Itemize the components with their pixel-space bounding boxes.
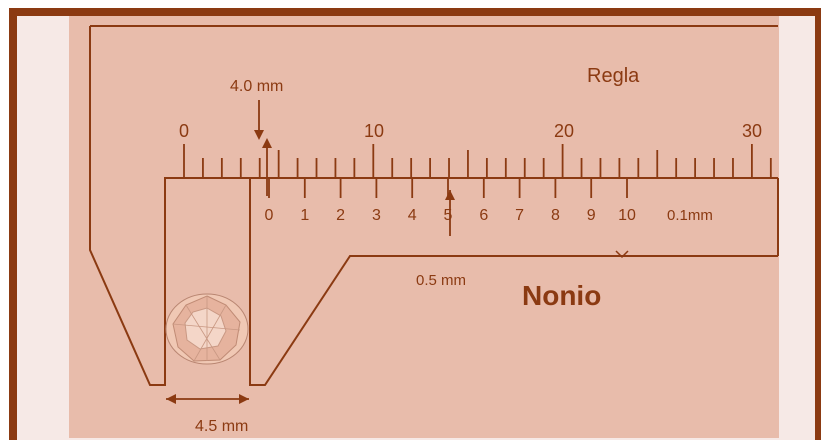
vernier-number: 9 (587, 207, 596, 224)
vernier-number: 3 (372, 207, 381, 224)
vernier-number: 2 (336, 207, 345, 224)
nonius-0-1mm-label: 0.1mm (667, 207, 713, 224)
vernier-number: 6 (479, 207, 488, 224)
main-scale-number: 20 (554, 121, 574, 141)
vernier-scale-ticks (268, 178, 628, 198)
main-scale-numbers: 0 10 20 30 (179, 121, 762, 141)
jaw-dimension-arrow (166, 394, 249, 404)
vernier-number: 1 (300, 207, 309, 224)
jaw-4-5mm-label: 4.5 mm (195, 418, 248, 435)
regla-label: Regla (587, 65, 640, 87)
vernier-number: 10 (618, 207, 636, 224)
nonio-label: Nonio (522, 280, 601, 311)
nonius-0-5mm-label: 0.5 mm (416, 272, 466, 289)
vernier-5-marker (445, 190, 455, 236)
vernier-number: 4 (408, 207, 417, 224)
vernier-number: 7 (515, 207, 524, 224)
main-scale-number: 30 (742, 121, 762, 141)
pointer-arrow-down (254, 100, 264, 140)
vernier-scale-numbers: 0 1 2 3 4 5 6 7 8 9 10 (265, 207, 636, 224)
vernier-number: 5 (444, 207, 453, 224)
pointer-4mm-label: 4.0 mm (230, 78, 283, 95)
vernier-number: 0 (265, 207, 274, 224)
main-scale-number: 0 (179, 121, 189, 141)
diagram-panel (69, 16, 779, 438)
main-scale-ticks (183, 144, 772, 178)
gem-icon (165, 293, 249, 365)
vernier-number: 8 (551, 207, 560, 224)
main-scale-number: 10 (364, 121, 384, 141)
pointer-arrow-up (262, 138, 272, 196)
